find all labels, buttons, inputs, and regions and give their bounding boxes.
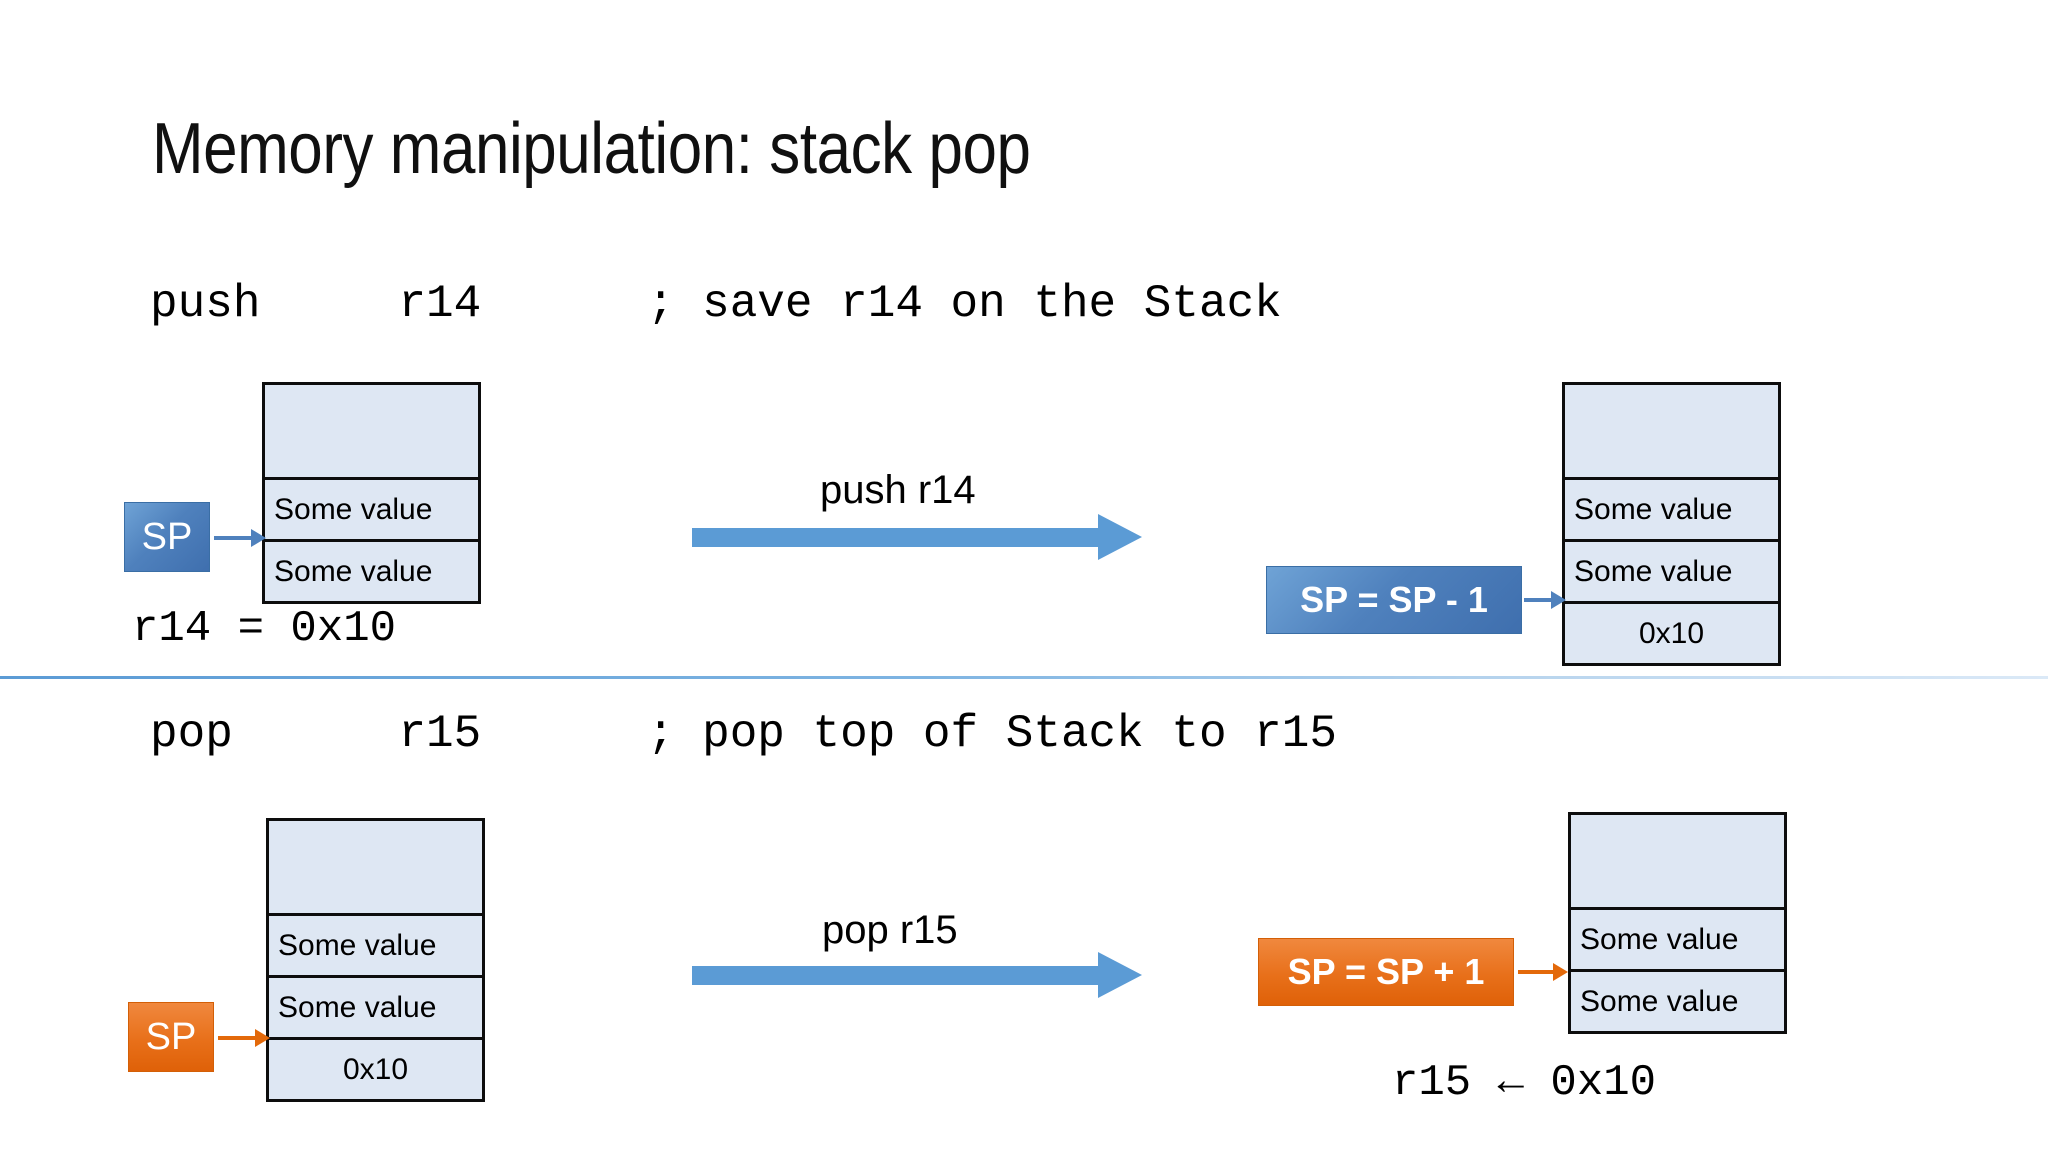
stack-push-after: Some value Some value 0x10 [1562, 382, 1781, 666]
pop-transition-arrow [692, 952, 1142, 998]
stack-cell-top-value: 0x10 [269, 1037, 482, 1099]
stack-pop-before: Some value Some value 0x10 [266, 818, 485, 1102]
arrow-head [1551, 591, 1566, 609]
sp-pointer-arrow-pop-before [218, 1026, 270, 1050]
sp-pointer-arrow-push-before [214, 526, 266, 550]
sp-marker-pop-before: SP [128, 1002, 214, 1072]
stack-cell: Some value [1565, 477, 1778, 539]
sp-marker-push-before: SP [124, 502, 210, 572]
stack-cell-empty [1565, 385, 1778, 477]
stack-push-before: Some value Some value [262, 382, 481, 604]
stack-cell: Some value [265, 539, 478, 601]
arrow-shaft [214, 536, 252, 540]
sp-expression-label: SP = SP + 1 [1287, 951, 1485, 992]
arrow-head [251, 529, 266, 547]
sp-label: SP [145, 1016, 197, 1058]
stack-cell: Some value [265, 477, 478, 539]
stack-cell: Some value [269, 913, 482, 975]
arrow-head [1098, 952, 1142, 998]
arrow-shaft [692, 966, 1100, 985]
stack-cell: Some value [269, 975, 482, 1037]
stack-cell-pushed-value: 0x10 [1565, 601, 1778, 663]
arrow-head [255, 1029, 270, 1047]
page-title: Memory manipulation: stack pop [152, 109, 1031, 189]
sp-label: SP [141, 516, 193, 558]
arrow-head [1098, 514, 1142, 560]
arrow-shaft [1518, 970, 1554, 974]
sp-marker-pop-after: SP = SP + 1 [1258, 938, 1514, 1006]
arrow-shaft [1524, 598, 1552, 602]
arrow-shaft [692, 528, 1100, 547]
arrow-shaft [218, 1036, 256, 1040]
r14-value-note: r14 = 0x10 [132, 604, 397, 654]
stack-cell-empty [1571, 815, 1784, 907]
sp-marker-push-after: SP = SP - 1 [1266, 566, 1522, 634]
pop-instruction-line: pop r15 ; pop top of Stack to r15 [150, 708, 1337, 760]
pop-arrow-label: pop r15 [822, 908, 958, 952]
sp-pointer-arrow-push-after [1524, 588, 1566, 612]
stack-cell: Some value [1571, 907, 1784, 969]
stack-cell: Some value [1565, 539, 1778, 601]
stack-pop-after: Some value Some value [1568, 812, 1787, 1034]
push-instruction-line: push r14 ; save r14 on the Stack [150, 278, 1282, 330]
sp-pointer-arrow-pop-after [1518, 960, 1568, 984]
section-divider [0, 676, 2048, 679]
push-arrow-label: push r14 [820, 468, 976, 512]
r15-result-note: r15 ← 0x10 [1392, 1058, 1657, 1108]
stack-cell: Some value [1571, 969, 1784, 1031]
stack-cell-empty [265, 385, 478, 477]
arrow-head [1553, 963, 1568, 981]
push-transition-arrow [692, 514, 1142, 560]
sp-expression-label: SP = SP - 1 [1300, 579, 1488, 620]
stack-cell-empty [269, 821, 482, 913]
